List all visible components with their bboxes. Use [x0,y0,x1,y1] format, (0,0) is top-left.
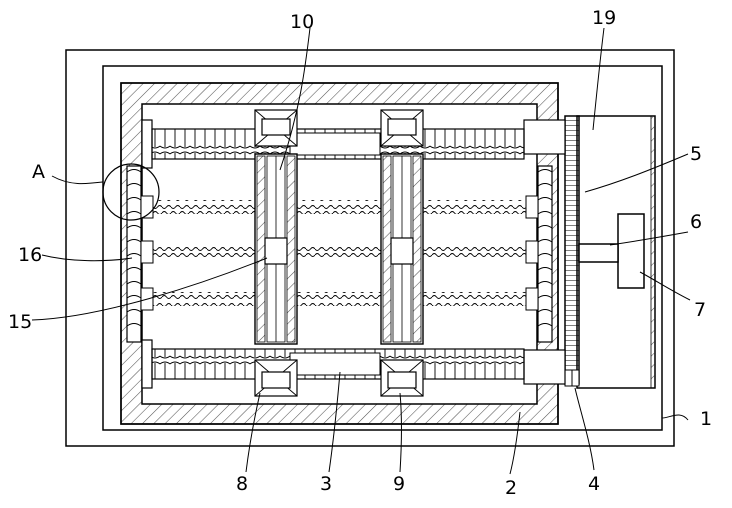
label-15: 15 [8,311,32,333]
label-19: 19 [592,7,616,29]
label-16: 16 [18,244,42,266]
label-6: 6 [690,211,702,233]
motor [618,214,644,288]
motor-shaft [579,244,618,262]
gear-rack [565,116,579,386]
label-1: 1 [700,408,712,430]
label-7: 7 [694,299,706,321]
label-a: A [32,161,45,183]
upper-threaded-rod [152,129,524,159]
label-2: 2 [505,477,517,499]
label-8: 8 [236,473,248,495]
label-9: 9 [393,473,405,495]
label-10: 10 [290,11,314,33]
label-4: 4 [588,473,600,495]
lower-threaded-rod [152,349,524,379]
label-3: 3 [320,473,332,495]
label-5: 5 [690,143,702,165]
